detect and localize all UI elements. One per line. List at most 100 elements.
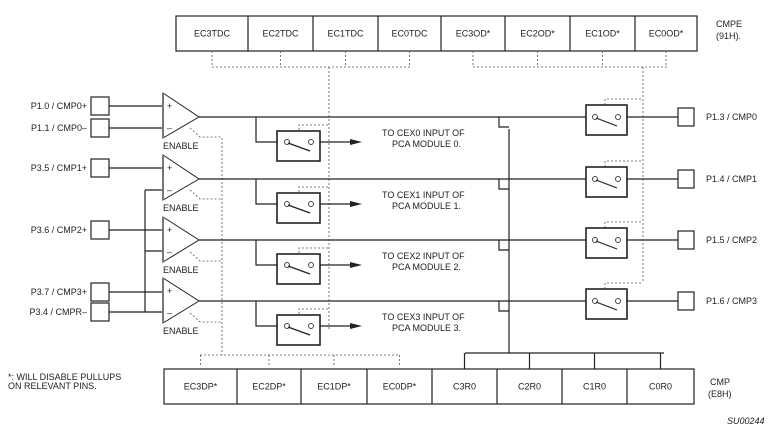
cmp-frame — [163, 368, 695, 405]
cmpe-register-name: CMPE — [716, 19, 742, 29]
cmpe-register-address: (91H). — [716, 31, 741, 41]
pca-output-label: PCA MODULE 2. — [392, 262, 461, 272]
pca-tap — [255, 117, 277, 143]
pca-output-label: TO CEX3 INPUT OF — [382, 312, 465, 322]
pca-output-label: PCA MODULE 3. — [392, 323, 461, 333]
result-tap — [498, 117, 509, 128]
output-pin-box — [677, 169, 695, 189]
arrow-icon — [350, 323, 362, 329]
result-tap — [498, 179, 509, 190]
plus-sign: + — [167, 225, 172, 235]
switch-contact — [308, 323, 314, 329]
switch-blade — [595, 240, 618, 250]
pca-tap — [255, 179, 277, 205]
cmp-bit-2: EC1DP* — [317, 382, 351, 392]
cmpe-bit-7: EC0OD* — [649, 29, 684, 39]
pca-switch-2 — [276, 253, 321, 285]
cmp-bit-0: EC3DP* — [184, 382, 218, 392]
input-pin-box — [90, 118, 110, 138]
cmp-bit-5: C2R0 — [518, 382, 541, 392]
input-pin-label: P3.4 / CMPR– — [29, 307, 87, 317]
arrow-icon — [350, 262, 362, 268]
wiring — [109, 51, 680, 369]
cmpe-frame — [175, 15, 698, 52]
input-pin-label: P3.7 / CMP3+ — [31, 287, 87, 297]
output-pin-label: P1.3 / CMP0 — [706, 112, 757, 122]
cmp-register-address: (E8H) — [708, 389, 732, 399]
plus-sign: + — [167, 286, 172, 296]
switch-contact — [615, 176, 621, 182]
pca-tap — [255, 301, 277, 327]
input-pin-box — [90, 158, 110, 178]
pca-output-label: PCA MODULE 0. — [392, 139, 461, 149]
enable-label: ENABLE — [163, 203, 199, 213]
plus-sign: + — [167, 163, 172, 173]
minus-sign: – — [167, 123, 172, 133]
input-pin-box — [90, 220, 110, 240]
output-pin-label: P1.4 / CMP1 — [706, 174, 757, 184]
cmpe-bit-4: EC3OD* — [456, 29, 491, 39]
output-pin-label: P1.5 / CMP2 — [706, 235, 757, 245]
output-pin-box — [677, 230, 695, 250]
output-switch-3 — [585, 288, 628, 320]
footnote-line-1: *: WILL DISABLE PULLUPS — [8, 372, 121, 382]
enable-label: ENABLE — [163, 141, 199, 151]
switch-blade — [595, 179, 618, 189]
pca-output-label: TO CEX1 INPUT OF — [382, 190, 465, 200]
switch-blade — [287, 204, 311, 214]
input-pin-label: P1.0 / CMP0+ — [31, 101, 87, 111]
figure-id: SU00244 — [727, 416, 765, 426]
pca-output-label: TO CEX0 INPUT OF — [382, 128, 465, 138]
cmpe-bit-0: EC3TDC — [194, 29, 231, 39]
switch-contact — [615, 237, 621, 243]
cmpe-bit-2: EC1TDC — [327, 29, 364, 39]
pca-switch-0 — [276, 130, 321, 162]
minus-sign: – — [167, 185, 172, 195]
cmpe-bit-1: EC2TDC — [262, 29, 299, 39]
footnote-line-2: ON RELEVANT PINS. — [8, 381, 97, 391]
pca-output-label: TO CEX2 INPUT OF — [382, 251, 465, 261]
input-pin-label: P1.1 / CMP0– — [31, 123, 87, 133]
pca-tap — [255, 240, 277, 266]
cmp-bit-6: C1R0 — [583, 382, 606, 392]
input-pin-box — [90, 96, 110, 116]
arrow-icon — [350, 139, 362, 145]
cmpe-bit-6: EC1OD* — [585, 29, 620, 39]
output-pin-box — [677, 291, 695, 311]
result-tap — [498, 240, 509, 251]
input-pin-box — [90, 302, 110, 322]
cmp-register-name: CMP — [710, 377, 730, 387]
switch-blade — [287, 265, 311, 275]
switch-blade — [287, 142, 311, 152]
output-pin-box — [677, 107, 695, 127]
cmp-register: EC3DP* EC2DP* EC1DP* EC0DP* C3R0 C2R0 C1R0 C0R0 — [163, 368, 695, 405]
input-pin-label: P3.5 / CMP1+ — [31, 163, 87, 173]
cmp-bit-7: C0R0 — [649, 382, 672, 392]
cmp-bit-1: EC2DP* — [252, 382, 286, 392]
cmp-bit-3: EC0DP* — [383, 382, 417, 392]
input-pin-box — [90, 282, 110, 302]
enable-line — [189, 127, 222, 138]
switch-contact — [308, 262, 314, 268]
pca-output-label: PCA MODULE 1. — [392, 201, 461, 211]
output-switch-2 — [585, 227, 628, 259]
plus-sign: + — [167, 101, 172, 111]
cmpe-bit-3: EC0TDC — [391, 29, 428, 39]
switch-blade — [287, 326, 311, 336]
switch-blade — [595, 117, 618, 127]
switch-blade — [595, 301, 618, 311]
enable-label: ENABLE — [163, 326, 199, 336]
output-pin-label: P1.6 / CMP3 — [706, 296, 757, 306]
minus-sign: – — [167, 308, 172, 318]
input-pin-label: P3.6 / CMP2+ — [31, 225, 87, 235]
pca-switch-1 — [276, 192, 321, 224]
cmp-bit-4: C3R0 — [453, 382, 476, 392]
cmpe-bit-5: EC2OD* — [520, 29, 555, 39]
pca-switch-3 — [276, 314, 321, 346]
result-tap — [498, 301, 509, 312]
output-switch-1 — [585, 166, 628, 198]
enable-line — [189, 312, 222, 323]
enable-line — [189, 189, 222, 200]
switch-contact — [308, 139, 314, 145]
